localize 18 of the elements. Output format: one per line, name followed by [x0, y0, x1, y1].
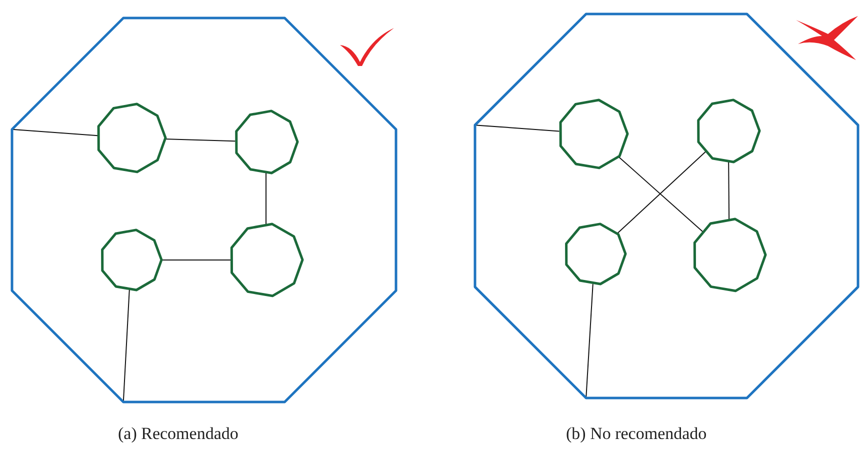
nonagon-shape	[691, 217, 768, 294]
nonagon-shape	[228, 222, 304, 298]
nonagon-shape	[695, 98, 762, 164]
connector-line	[12, 128, 98, 136]
connector-line	[728, 160, 730, 221]
caption: (a) Recomendado	[118, 424, 238, 444]
connector-line	[474, 124, 560, 132]
nonagon-shape	[556, 98, 629, 170]
octagon-shape	[475, 14, 858, 398]
nonagon-shape	[99, 228, 163, 292]
connector-line	[122, 289, 130, 402]
connector-line	[164, 138, 236, 142]
nonagon-shape	[233, 109, 299, 175]
caption: (b) No recomendado	[566, 424, 707, 444]
nonagon-shape	[95, 102, 167, 174]
connector-line	[586, 284, 594, 398]
octagon-shape	[12, 18, 396, 402]
nonagon-shape	[562, 222, 627, 286]
